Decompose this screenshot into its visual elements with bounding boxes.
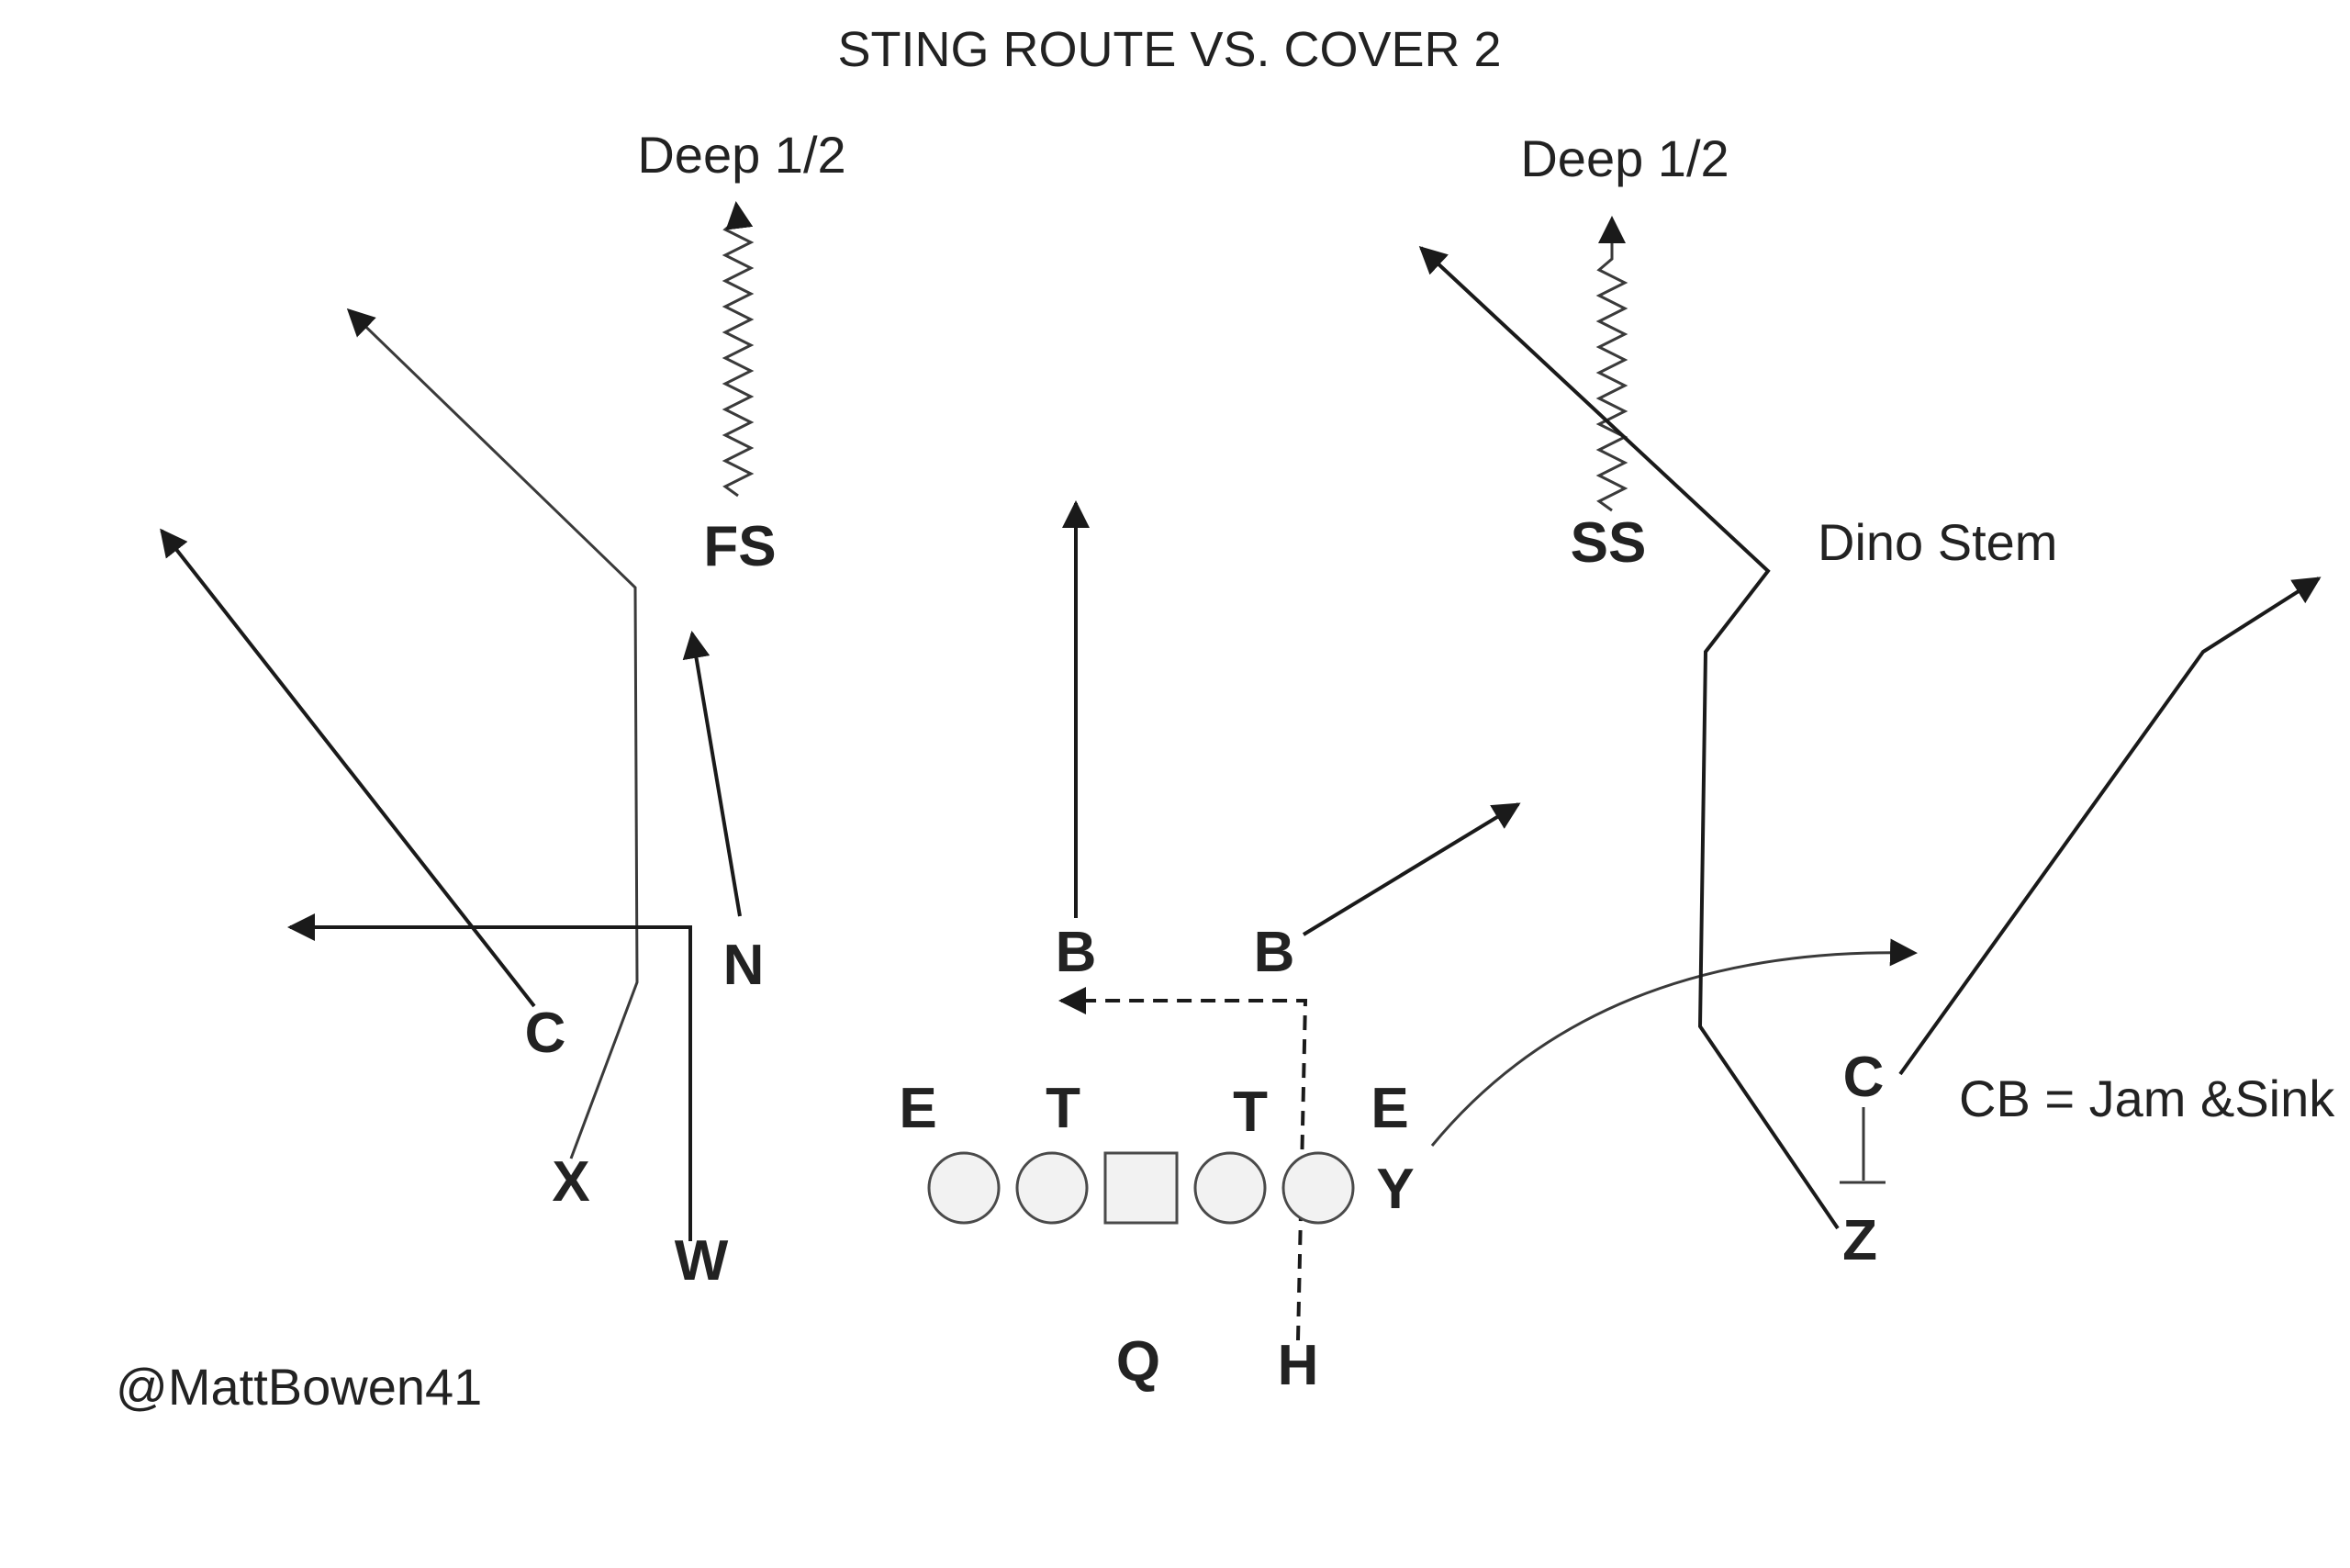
tackle-left-label: T bbox=[1046, 1077, 1080, 1140]
cb-technique-label: CB = Jam &Sink bbox=[1959, 1070, 2335, 1127]
end-left-label: E bbox=[899, 1077, 936, 1140]
z-receiver-label: Z bbox=[1842, 1209, 1877, 1272]
h-route-dashed bbox=[1058, 987, 1308, 1341]
end-right-label: E bbox=[1371, 1077, 1408, 1140]
fs-deep-drop-path bbox=[722, 201, 755, 498]
deep-half-label-left: Deep 1/2 bbox=[637, 126, 845, 184]
ss-deep-drop-path bbox=[1595, 216, 1628, 512]
right-guard-circle bbox=[1193, 1151, 1267, 1225]
deep-half-label-right: Deep 1/2 bbox=[1520, 129, 1729, 187]
h-back-label: H bbox=[1278, 1334, 1319, 1397]
diagram-title: STING ROUTE VS. COVER 2 bbox=[837, 22, 1501, 77]
center-square bbox=[1103, 1151, 1179, 1225]
w-route bbox=[287, 913, 692, 1241]
nickel-label: N bbox=[723, 934, 765, 997]
n-route bbox=[682, 631, 742, 917]
z-route bbox=[1418, 245, 1840, 1230]
w-receiver-label: W bbox=[675, 1229, 729, 1293]
cornerback-left-label: C bbox=[525, 1002, 566, 1065]
quarterback-label: Q bbox=[1116, 1330, 1160, 1394]
strong-safety-label: SS bbox=[1571, 511, 1647, 575]
left-guard-circle bbox=[1015, 1151, 1089, 1225]
c-left-route bbox=[160, 528, 536, 1008]
c-right-route bbox=[1898, 577, 2322, 1076]
linebacker-right-label: B bbox=[1254, 921, 1295, 984]
free-safety-label: FS bbox=[703, 515, 776, 578]
tackle-right-label: T bbox=[1233, 1081, 1268, 1144]
b-right-route bbox=[1302, 802, 1521, 936]
dino-stem-label: Dino Stem bbox=[1818, 513, 2057, 571]
y-route bbox=[1430, 938, 1918, 1147]
right-tackle-circle bbox=[1281, 1151, 1355, 1225]
credit-handle: @MattBowen41 bbox=[116, 1358, 482, 1416]
cornerback-right-label: C bbox=[1843, 1046, 1885, 1109]
y-receiver-label: Y bbox=[1376, 1158, 1414, 1221]
x-receiver-label: X bbox=[552, 1150, 589, 1214]
left-tackle-circle bbox=[927, 1151, 1001, 1225]
linebacker-left-label: B bbox=[1056, 921, 1097, 984]
x-route bbox=[346, 308, 639, 1159]
